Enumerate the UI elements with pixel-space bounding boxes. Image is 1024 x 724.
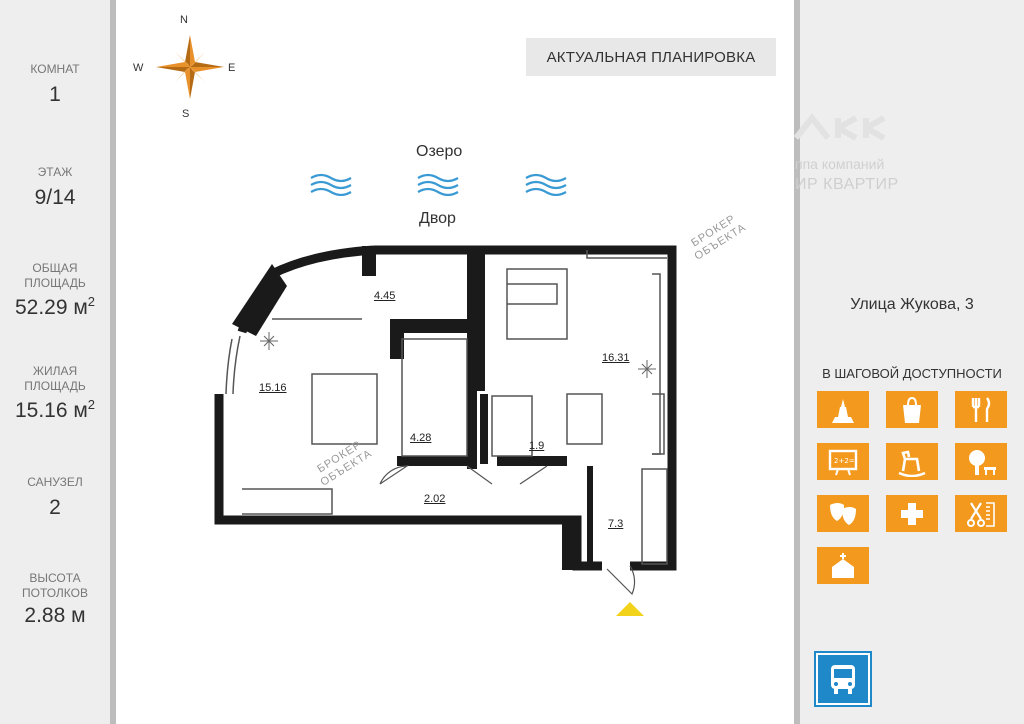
theatre-masks-icon xyxy=(817,495,869,532)
stat-label: ПЛОЩАДЬ xyxy=(24,379,86,393)
stat-total-area: ОБЩАЯ ПЛОЩАДЬ 52.29 м2 xyxy=(0,261,110,320)
stat-label: ОБЩАЯ xyxy=(32,261,78,275)
monument-icon xyxy=(817,391,869,428)
stat-label: ПОТОЛКОВ xyxy=(21,586,89,600)
room-area-balcony: 4.45 xyxy=(374,290,396,302)
broker-watermark: БРОКЕР ОБЪЕКТА xyxy=(686,210,749,263)
stat-label: ВЫСОТА xyxy=(29,571,81,585)
plan-title: АКТУАЛЬНАЯ ПЛАНИРОВКА xyxy=(526,38,776,76)
restaurant-icon xyxy=(955,391,1007,428)
compass-east: E xyxy=(228,62,236,74)
value-text: 52.29 м xyxy=(14,296,88,319)
stat-value: 15.16 м2 xyxy=(0,397,110,423)
location-panel: Улица Жукова, 3 В ШАГОВОЙ ДОСТУПНОСТИ xyxy=(800,0,1024,724)
walking-distance-title: В ШАГОВОЙ ДОСТУПНОСТИ xyxy=(822,366,1002,381)
water-waves-icon xyxy=(310,173,567,196)
stat-value: 2 xyxy=(49,496,61,519)
brand-logo-watermark-icon xyxy=(793,113,886,141)
room-area-bedroom: 15.16 xyxy=(259,382,287,394)
room-area-corridor: 7.3 xyxy=(608,518,624,530)
school-board-icon: 2+2= xyxy=(817,443,869,480)
stat-value: 2.88 м xyxy=(24,604,86,627)
stat-ceiling-height: ВЫСОТА ПОТОЛКОВ 2.88 м xyxy=(0,571,110,628)
bus-stop-icon xyxy=(814,651,872,707)
lake-label: Озеро xyxy=(416,143,463,160)
barber-icon xyxy=(955,495,1007,532)
stat-value: 9/14 xyxy=(34,186,76,209)
shopping-bag-icon xyxy=(886,391,938,428)
stat-value: 1 xyxy=(49,83,61,106)
yard-label: Двор xyxy=(419,210,456,227)
rocking-horse-icon xyxy=(886,443,938,480)
entrance-marker-icon xyxy=(616,602,644,616)
stat-label: ПЛОЩАДЬ xyxy=(24,276,86,290)
divider xyxy=(794,0,800,724)
value-text: 15.16 м xyxy=(14,399,88,422)
stat-living-area: ЖИЛАЯ ПЛОЩАДЬ 15.16 м2 xyxy=(0,364,110,423)
stat-floor: ЭТАЖ 9/14 xyxy=(0,165,110,210)
stat-label: САНУЗЕЛ xyxy=(27,475,83,489)
church-icon xyxy=(817,547,869,584)
compass-north: N xyxy=(180,14,188,26)
park-icon xyxy=(955,443,1007,480)
unit-superscript: 2 xyxy=(87,294,96,309)
room-area-hall-small: 2.02 xyxy=(424,493,446,505)
stat-label: ЖИЛАЯ xyxy=(32,364,78,378)
stat-label: КОМНАТ xyxy=(30,62,80,76)
stat-value: 52.29 м2 xyxy=(0,294,110,320)
divider xyxy=(110,0,116,724)
room-area-bathroom-large: 4.28 xyxy=(410,432,432,444)
compass-rose-icon xyxy=(156,35,224,99)
unit-superscript: 2 xyxy=(87,397,96,412)
floor-plan-drawing xyxy=(214,245,677,616)
stat-label: ЭТАЖ xyxy=(37,165,73,179)
svg-text:2+2=: 2+2= xyxy=(834,457,855,465)
address: Улица Жукова, 3 xyxy=(850,296,974,313)
room-area-bathroom-small: 1.9 xyxy=(529,440,545,452)
compass-south: S xyxy=(182,108,190,120)
brand-text: ИР КВАРТИР xyxy=(795,176,899,193)
compass-west: W xyxy=(133,62,144,74)
stat-bathrooms: САНУЗЕЛ 2 xyxy=(0,475,110,520)
stat-rooms: КОМНАТ 1 xyxy=(0,62,110,107)
brand-text: ппа компаний xyxy=(795,156,885,172)
floor-plan-area: АКТУАЛЬНАЯ ПЛАНИРОВКА N S E W Озеро Двор xyxy=(116,0,794,724)
info-panel: КОМНАТ 1 ЭТАЖ 9/14 ОБЩАЯ ПЛОЩАДЬ 52.29 м… xyxy=(0,0,110,724)
medical-cross-icon xyxy=(886,495,938,532)
room-area-kitchen-living: 16.31 xyxy=(602,352,630,364)
